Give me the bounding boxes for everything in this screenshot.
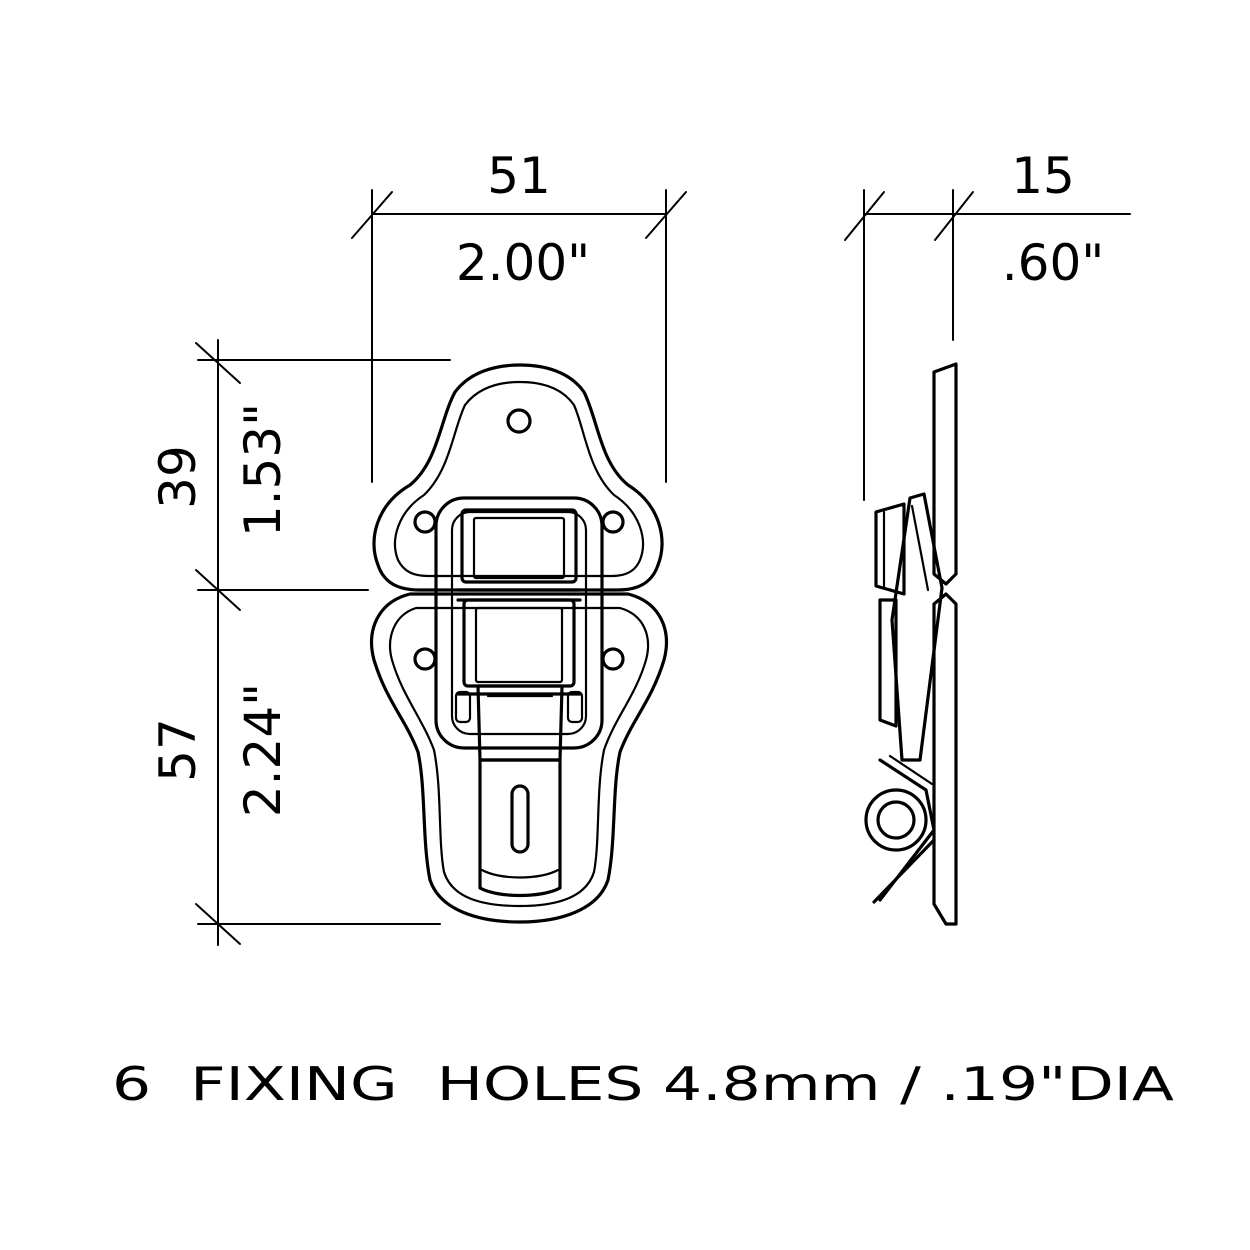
fixing-hole-icon bbox=[413, 647, 437, 671]
upper-height-mm-label: 39 bbox=[149, 445, 207, 509]
lower-height-mm-label: 57 bbox=[149, 718, 207, 782]
depth-mm-label: 15 bbox=[1011, 147, 1075, 205]
fixing-hole-icon bbox=[601, 647, 625, 671]
front-view-latch-mechanism bbox=[434, 496, 604, 898]
width-dimension: 51 2.00" bbox=[351, 147, 687, 483]
width-mm-label: 51 bbox=[487, 147, 551, 205]
side-view bbox=[864, 362, 958, 926]
depth-in-label: .60" bbox=[1002, 234, 1105, 292]
front-view-upper-plate bbox=[372, 363, 664, 592]
width-in-label: 2.00" bbox=[456, 234, 590, 292]
height-dimension: 39 1.53" 57 2.24" bbox=[149, 339, 451, 946]
fixing-hole-icon bbox=[413, 510, 437, 534]
lock-slot-icon bbox=[510, 784, 530, 854]
lower-height-in-label: 2.24" bbox=[234, 683, 292, 817]
front-view-lower-plate bbox=[370, 592, 668, 924]
hinge-spring-icon bbox=[864, 788, 928, 852]
fixing-holes-note: 6 FIXING HOLES 4.8mm / .19"DIA bbox=[112, 1057, 1175, 1111]
fixing-hole-icon bbox=[601, 510, 625, 534]
upper-height-in-label: 1.53" bbox=[234, 403, 292, 537]
fixing-hole-icon bbox=[506, 408, 532, 434]
depth-dimension: 15 .60" bbox=[844, 147, 1131, 501]
